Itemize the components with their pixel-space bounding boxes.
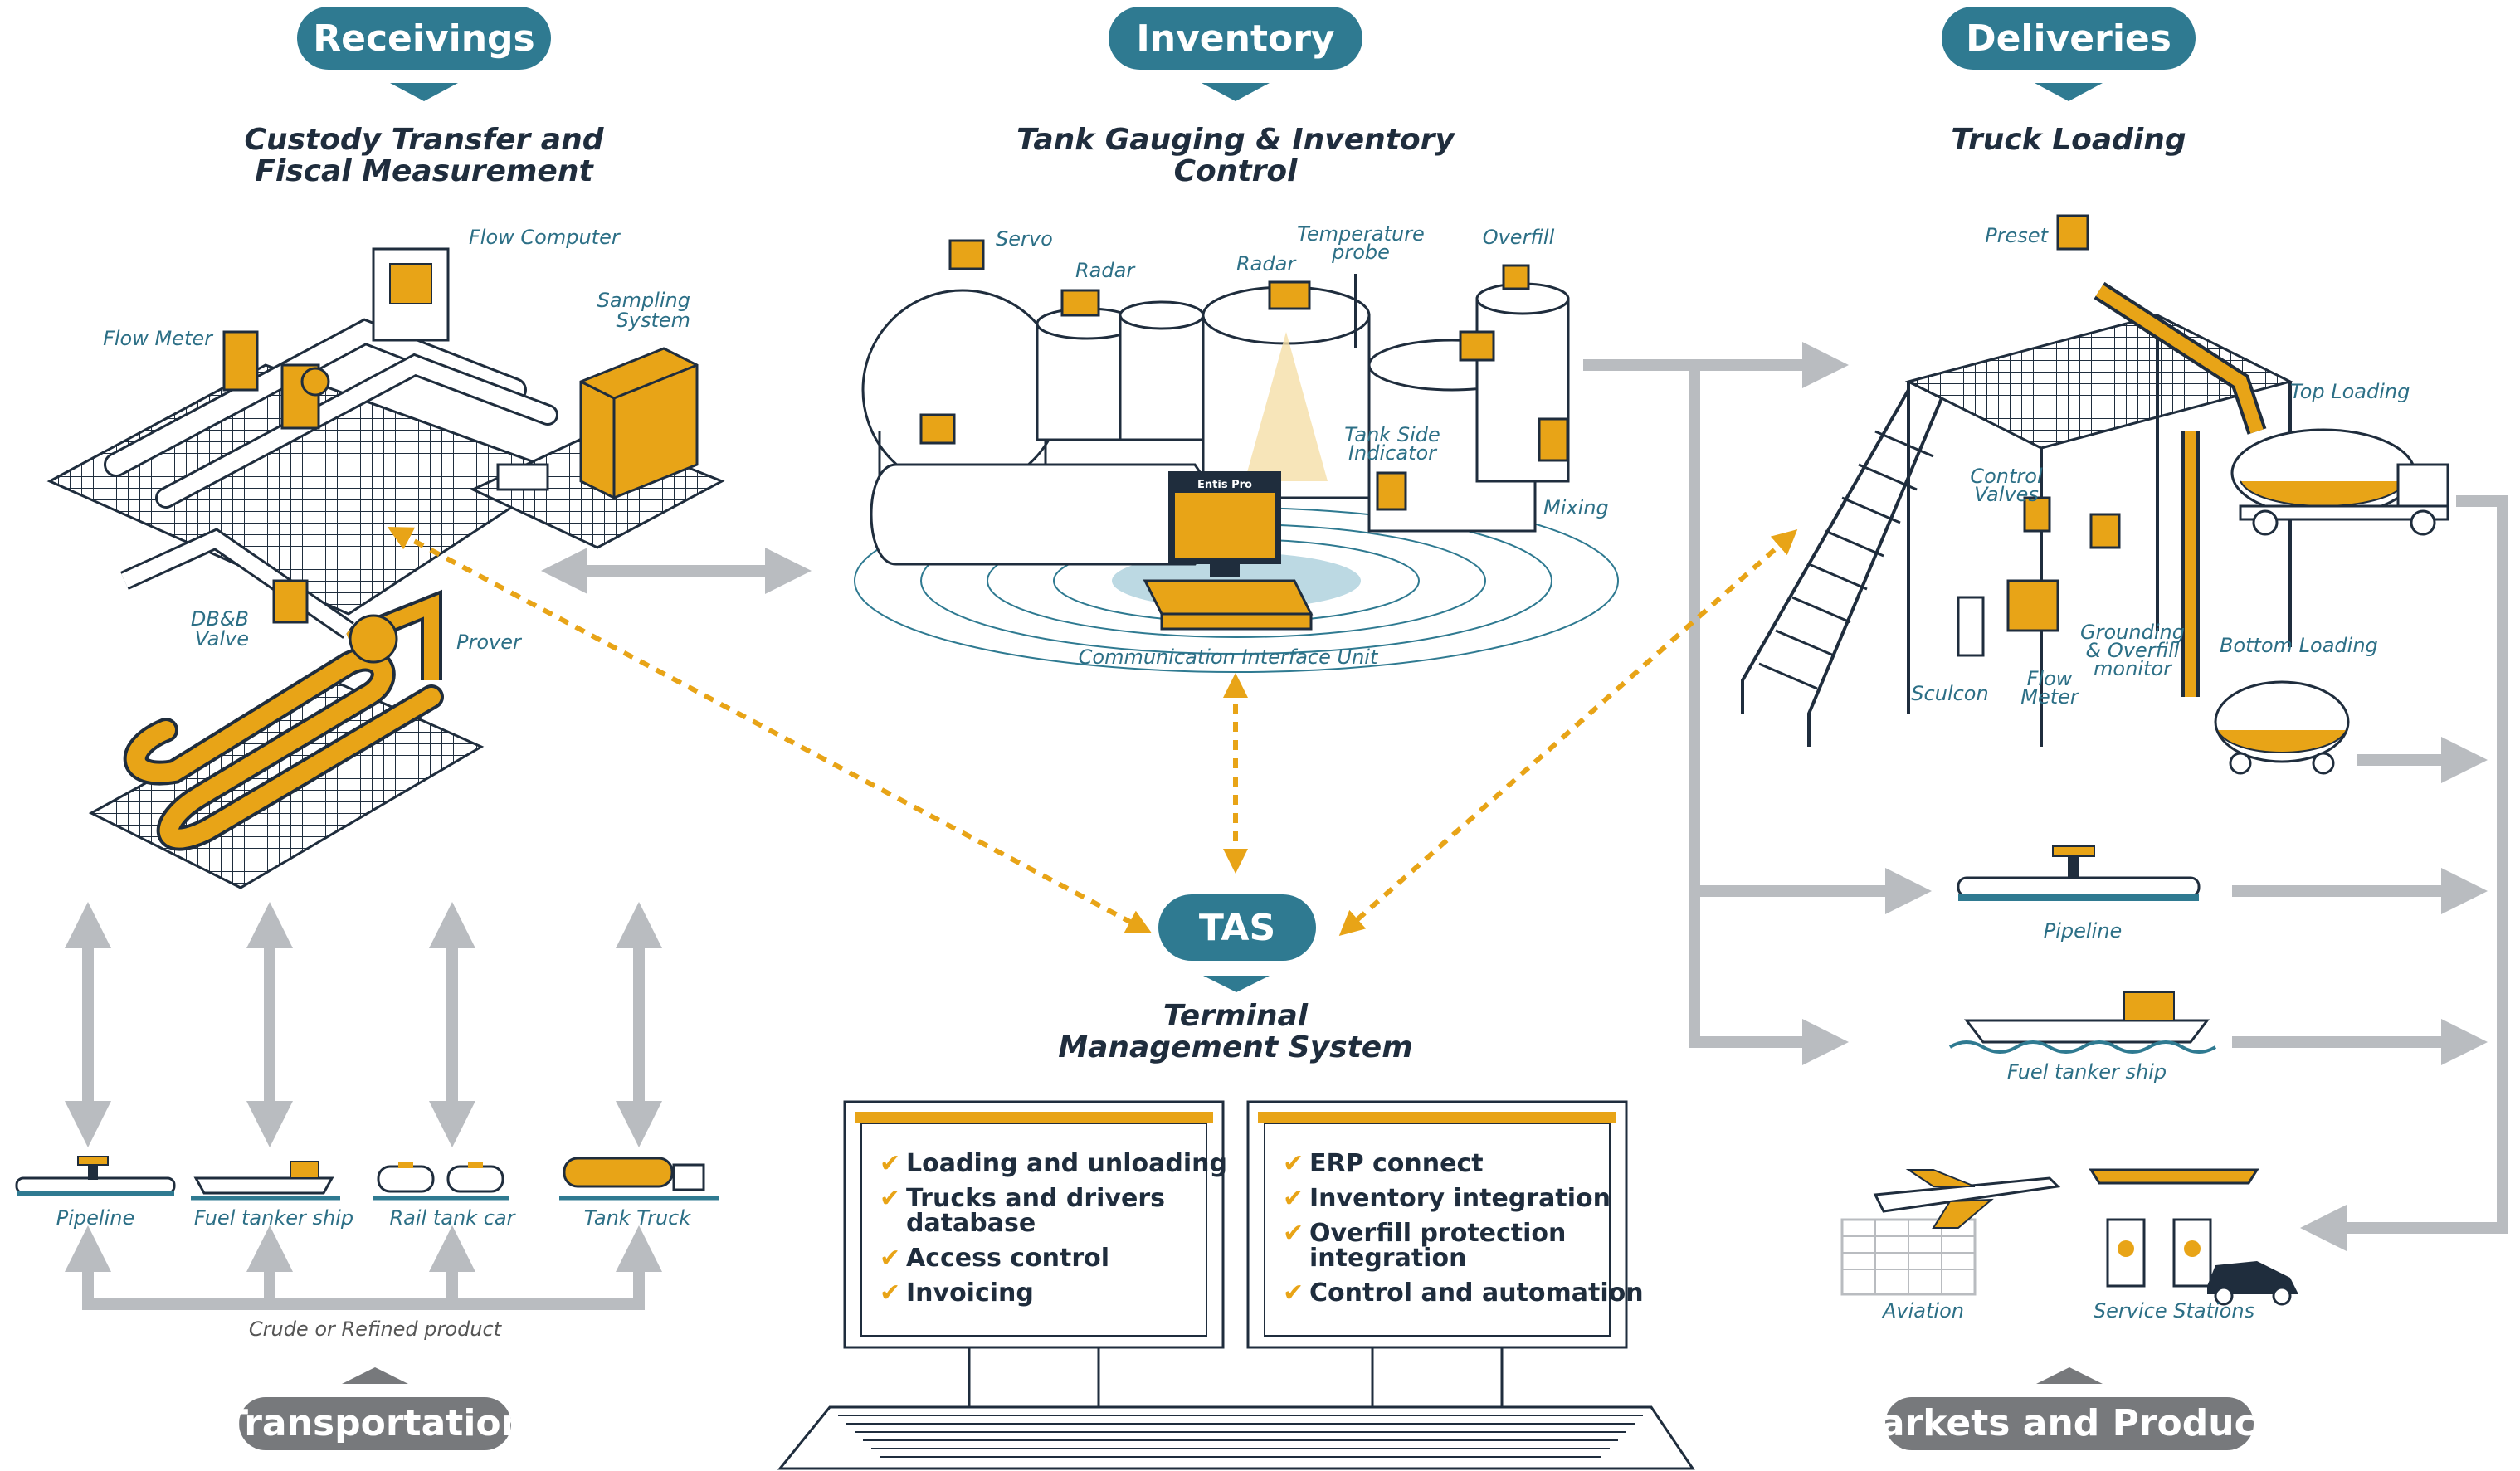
check-icon: ✔ — [1283, 1219, 1304, 1248]
sampling-system-label-2: System — [617, 309, 691, 332]
desk — [777, 1405, 1695, 1470]
sampling-system — [470, 347, 725, 549]
check-icon: ✔ — [880, 1279, 900, 1308]
sculcon-label: Sculcon — [1911, 682, 1988, 705]
inventory-title: Inventory — [1136, 17, 1334, 60]
check-icon: ✔ — [880, 1244, 900, 1273]
receivings-title: Receivings — [313, 17, 535, 60]
grounding-label-3: monitor — [2094, 657, 2173, 680]
flow-meter-label-1: Flow — [2027, 667, 2073, 690]
tank-side-indicator-label-1: Tank Side — [1344, 423, 1440, 446]
transport-pipeline — [15, 1156, 176, 1196]
feature-left-2a: Trucks and drivers — [906, 1184, 1165, 1213]
tas-header: TAS — [1158, 894, 1316, 992]
inventory-subtitle-2: Control — [1174, 154, 1298, 188]
custody-transfer-skid — [46, 247, 568, 616]
prover-label: Prover — [456, 631, 523, 654]
check-icon: ✔ — [880, 1149, 900, 1178]
tms-features-left: ✔ Loading and unloading ✔ Trucks and dri… — [880, 1149, 1227, 1308]
feature-left-4: Invoicing — [906, 1279, 1034, 1308]
inventory-header: Inventory — [1109, 7, 1362, 101]
transport-arrows — [65, 902, 662, 1310]
tas-title: TAS — [1199, 907, 1275, 949]
preset-label: Preset — [1985, 224, 2049, 247]
prover — [88, 528, 485, 889]
control-valves-label-1: Control — [1970, 465, 2043, 488]
dbb-valve-label-2: Valve — [195, 627, 249, 650]
transport-rail-label: Rail tank car — [390, 1206, 517, 1230]
aviation-illustration — [1840, 1169, 2061, 1296]
markets-footer: Markets and Products — [1844, 1367, 2295, 1450]
tms-monitor-left — [843, 1100, 1225, 1409]
tank-side-indicator-label-2: Indicator — [1348, 441, 1438, 465]
tms-features-right: ✔ ERP connect ✔ Inventory integration ✔ … — [1283, 1149, 1644, 1308]
markets-title: Markets and Products — [1844, 1402, 2295, 1444]
bottom-loading-truck — [2214, 680, 2350, 775]
top-loading-truck — [2230, 428, 2449, 536]
delivery-ship-label: Fuel tanker ship — [2007, 1060, 2167, 1084]
tms-monitor-right — [1246, 1100, 1628, 1409]
radar-label-2: Radar — [1236, 252, 1297, 275]
delivery-pipeline — [1957, 845, 2201, 901]
tms-subtitle-1: Terminal — [1163, 999, 1309, 1033]
grounding-label-2: & Overfill — [2086, 639, 2180, 662]
check-icon: ✔ — [880, 1184, 900, 1213]
check-icon: ✔ — [1283, 1184, 1304, 1213]
receivings-header: Receivings — [297, 7, 551, 101]
mixing-label: Mixing — [1543, 496, 1609, 519]
sampling-system-label-1: Sampling — [597, 289, 690, 312]
servo-label: Servo — [996, 227, 1053, 251]
delivery-pipeline-label: Pipeline — [2044, 919, 2122, 943]
transport-tank-truck — [559, 1157, 719, 1201]
tms-subtitle-2: Management System — [1058, 1030, 1412, 1064]
transport-pipeline-label: Pipeline — [56, 1206, 134, 1230]
transport-rail-car — [373, 1162, 509, 1201]
dbb-valve-label-1: DB&B — [191, 607, 249, 631]
transport-ship-label: Fuel tanker ship — [194, 1206, 353, 1230]
feature-left-1: Loading and unloading — [906, 1149, 1227, 1178]
entis-pro-label: Entis Pro — [1197, 479, 1252, 491]
flow-meter-label: Flow Meter — [103, 327, 214, 350]
receivings-subtitle-2: Fiscal Measurement — [255, 154, 594, 188]
transport-ship — [191, 1161, 340, 1201]
service-station-illustration — [2089, 1168, 2298, 1306]
grounding-label-1: Grounding — [2080, 621, 2185, 644]
temperature-probe-label-2: probe — [1331, 241, 1390, 264]
flow-computer-label: Flow Computer — [469, 226, 621, 249]
tank-farm: Entis Pro — [854, 239, 1619, 673]
radar-label-1: Radar — [1075, 259, 1136, 282]
delivery-ship — [1948, 991, 2217, 1054]
deliveries-subtitle: Truck Loading — [1951, 123, 2186, 157]
transportation-footer: Transportation — [223, 1367, 527, 1450]
data-links — [387, 526, 1798, 936]
transportation-title: Transportation — [223, 1402, 527, 1444]
receivings-subtitle-1: Custody Transfer and — [245, 123, 605, 157]
truck-loading-gantry — [1741, 214, 2294, 747]
check-icon: ✔ — [1283, 1279, 1304, 1308]
control-valves-label-2: Valves — [1974, 483, 2039, 506]
flow-meter-label-2: Meter — [2020, 685, 2080, 709]
bottom-loading-label: Bottom Loading — [2220, 634, 2378, 657]
feature-right-2: Inventory integration — [1309, 1184, 1611, 1213]
deliveries-title: Deliveries — [1966, 17, 2171, 60]
feature-right-1: ERP connect — [1309, 1149, 1484, 1178]
feature-left-2b: database — [906, 1209, 1036, 1238]
service-stations-label: Service Stations — [2094, 1299, 2254, 1322]
feature-right-3b: integration — [1309, 1244, 1466, 1273]
inventory-subtitle-1: Tank Gauging & Inventory — [1016, 123, 1455, 157]
aviation-label: Aviation — [1881, 1299, 1964, 1322]
top-loading-label: Top Loading — [2290, 380, 2410, 403]
feature-right-4: Control and automation — [1309, 1279, 1644, 1308]
check-icon: ✔ — [1283, 1149, 1304, 1178]
overfill-label: Overfill — [1483, 226, 1555, 249]
feature-left-3: Access control — [906, 1244, 1109, 1273]
deliveries-header: Deliveries — [1942, 7, 2196, 101]
ciu-label: Communication Interface Unit — [1079, 645, 1379, 669]
temperature-probe-label-1: Temperature — [1297, 222, 1425, 246]
transport-truck-label: Tank Truck — [584, 1206, 692, 1230]
feature-right-3a: Overfill protection — [1309, 1219, 1566, 1248]
crude-label: Crude or Refined product — [249, 1318, 503, 1341]
